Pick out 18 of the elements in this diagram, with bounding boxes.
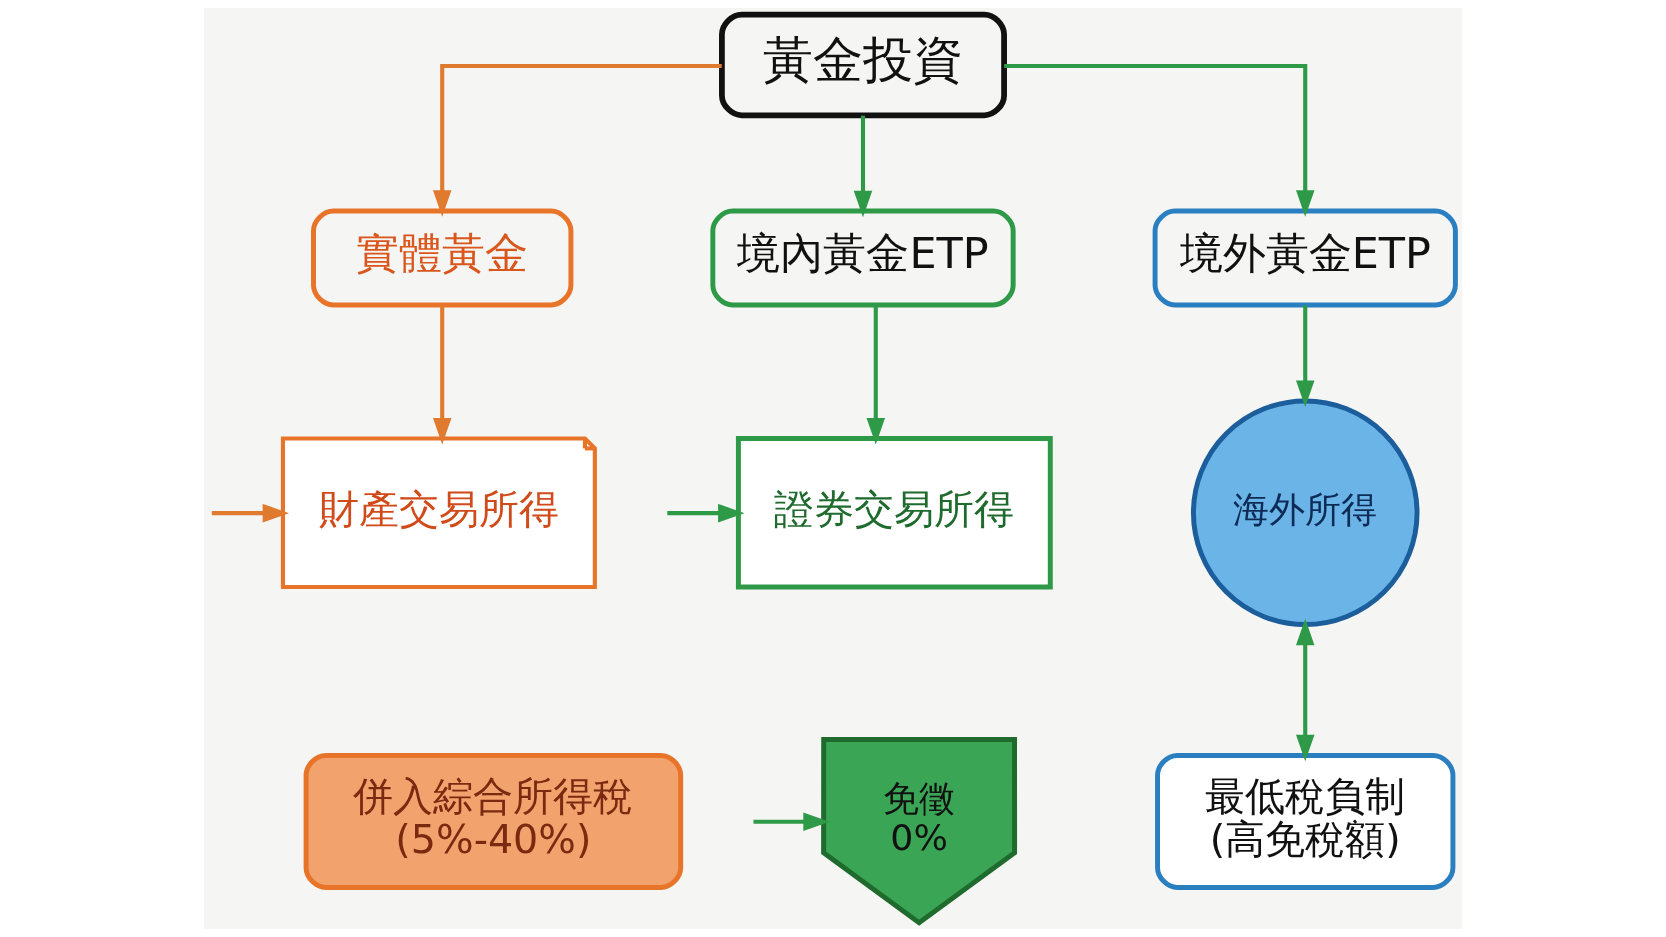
- node-circle: 海外所得: [1190, 398, 1420, 628]
- arrow: [432, 305, 452, 445]
- node-box: 境內黃金ETP: [710, 208, 1016, 308]
- arrow: [667, 503, 745, 523]
- arrow: [866, 305, 886, 445]
- node-box: 併入綜合所得稅 (5%-40%): [303, 752, 684, 890]
- node-box: 最低稅負制 (高免稅額): [1155, 752, 1456, 890]
- node-box: 境外黃金ETP: [1152, 208, 1458, 308]
- arrow: [853, 115, 873, 218]
- arrow: [753, 812, 830, 831]
- arrow: [432, 63, 722, 217]
- node-box: 證券交易所得: [735, 436, 1053, 590]
- node-box: 黃金投資: [719, 11, 1007, 119]
- arrow: [1295, 618, 1315, 762]
- arrow: [1004, 63, 1315, 217]
- arrow: [1295, 305, 1315, 407]
- node-box: 實體黃金: [311, 208, 574, 308]
- arrow: [211, 503, 290, 523]
